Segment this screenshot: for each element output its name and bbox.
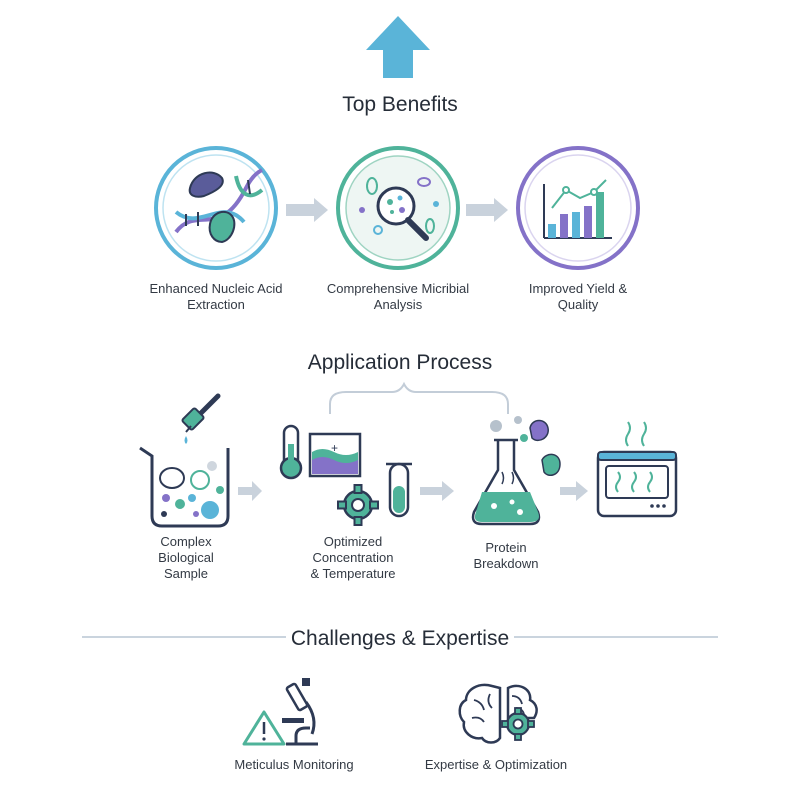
process-label-optimized: Optimized Concentration & Temperature: [310, 534, 396, 581]
process-label-sample: Complex Biological Sample: [158, 534, 214, 581]
challenge-label-expertise: Expertise & Optimization: [424, 757, 568, 772]
benefit-label-nucleic: Enhanced Nucleic Acid Extraction: [149, 281, 283, 312]
process-label-protein: Protein Breakdown: [473, 540, 539, 571]
challenge-label-monitoring: Meticulus Monitoring: [234, 757, 354, 772]
benefit-label-microbial: Comprehensive Micribial Analysis: [326, 281, 470, 312]
svg-text:+: +: [331, 441, 338, 455]
section-title-top-benefits: Top Benefits: [342, 93, 458, 116]
section-title-challenges: Challenges & Expertise: [290, 627, 510, 650]
section-title-application-process: Application Process: [307, 351, 493, 374]
benefit-label-yield: Improved Yield & Quality: [528, 281, 628, 312]
